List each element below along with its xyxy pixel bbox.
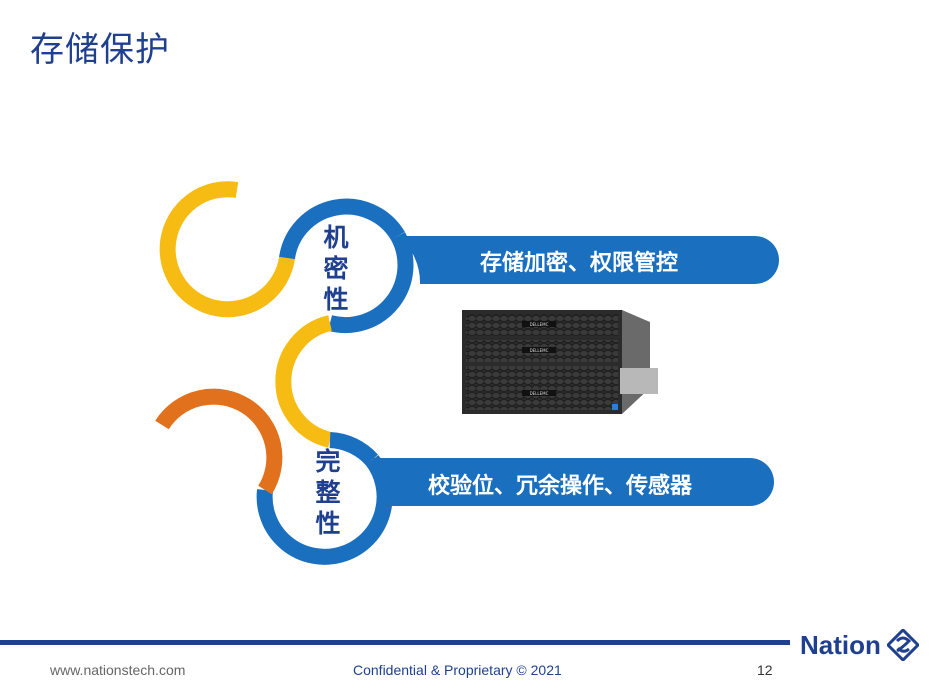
footer-website: www.nationstech.com: [50, 662, 186, 678]
blue-arc-bottom-lower: [256, 455, 393, 565]
blue-arc-top: [279, 198, 405, 260]
server-brand-1: DELLEMC: [530, 322, 549, 327]
banner-bottom: [372, 458, 774, 506]
slide-title: 存储保护: [30, 30, 170, 70]
blue-arc-top-lower: [327, 232, 414, 333]
footer-divider: [0, 640, 790, 645]
nation-logo: Nation: [800, 628, 919, 662]
banner-top-text: 存储加密、权限管控: [480, 251, 679, 276]
yellow-arc-middle: [275, 315, 333, 448]
banner-bottom-text: 校验位、冗余操作、传感器: [428, 474, 693, 499]
logo-text: Nation: [800, 629, 881, 660]
footer-page-number: 12: [757, 662, 773, 678]
orange-arc: [155, 388, 283, 495]
nation-logo-icon: [886, 629, 919, 661]
yellow-arc-top: [159, 181, 295, 318]
blue-arc-bottom: [329, 432, 378, 466]
server-brand-3: DELLEMC: [530, 391, 549, 396]
banner-top: [398, 236, 779, 284]
footer-confidential: Confidential & Proprietary © 2021: [353, 662, 562, 678]
server-image: DELLEMC DELLEMC DELLEMC: [462, 310, 658, 414]
server-brand-2: DELLEMC: [530, 348, 549, 353]
integrity-label: 完 整 性: [315, 447, 341, 538]
confidentiality-label: 机 密 性: [323, 223, 349, 314]
